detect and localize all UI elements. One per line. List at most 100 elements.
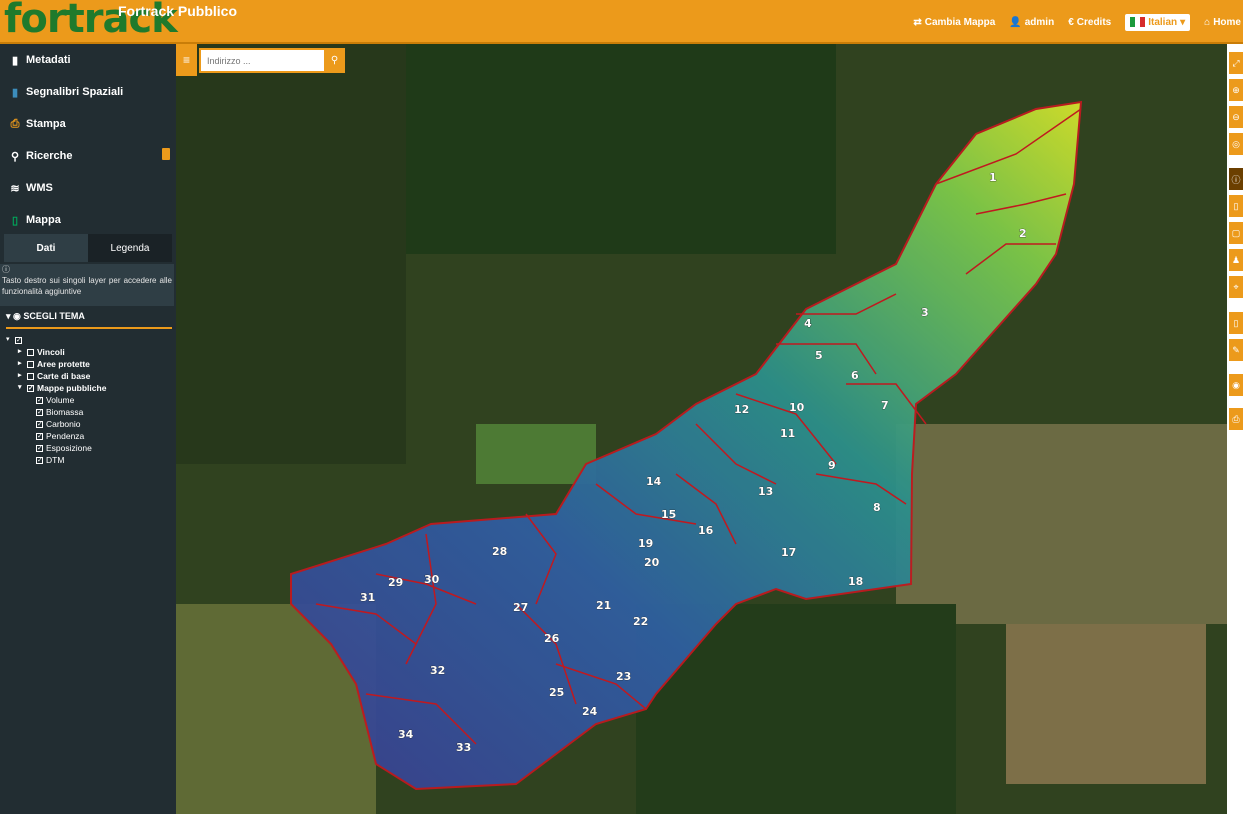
tree-group-aree-protette[interactable]: ▸Aree protette [6,358,106,370]
parcel-label[interactable]: 32 [430,664,446,678]
parcel-label[interactable]: 7 [881,399,889,413]
layer-carbonio[interactable]: Carbonio [6,418,106,430]
admin-link[interactable]: 👤admin [1009,17,1054,28]
parcel-label[interactable]: 8 [873,501,881,515]
top-bar: fortrack Fortrack Pubblico ⇄Cambia Mappa… [0,0,1243,44]
carte-di-base-checkbox[interactable] [27,372,34,380]
map-toolbar: ⤢ ⊕ ⊖ ◎ ⓘ ▯ ▢ ♟ ⌖ ▯ ✎ ◉ ⎙ [1227,44,1243,814]
layer-label: Volume [46,395,75,405]
credits-link[interactable]: €Credits [1068,17,1111,28]
esposizione-checkbox[interactable] [36,444,43,452]
parcel-label[interactable]: 17 [781,546,797,560]
admin-label: admin [1024,16,1055,28]
volume-checkbox[interactable] [36,396,43,404]
parcel-label[interactable]: 9 [828,459,836,473]
parcel-label[interactable]: 13 [758,485,774,499]
fullscreen-button[interactable]: ⤢ [1229,52,1243,74]
tree-group-carte-di-base[interactable]: ▸Carte di base [6,370,106,382]
app-title: Fortrack Pubblico [118,3,238,19]
cambia-mappa-link[interactable]: ⇄Cambia Mappa [913,17,995,28]
home-link[interactable]: ⌂Home [1204,17,1241,28]
layer-pendenza[interactable]: Pendenza [6,430,106,442]
parcel-label[interactable]: 4 [804,317,813,331]
pendenza-checkbox[interactable] [36,432,43,440]
tree-group-label: Carte di base [37,371,91,381]
parcel-label[interactable]: 6 [851,369,860,383]
parcel-label[interactable]: 33 [456,741,472,755]
tree-root[interactable]: ▾ [6,334,106,346]
parcel-label[interactable]: 1 [989,171,997,185]
sidebar-item-segnalibri[interactable]: ▮Segnalibri Spaziali [0,76,176,108]
mappe-pubbliche-checkbox[interactable] [27,384,34,392]
parcel-label[interactable]: 25 [549,686,565,700]
map-canvas[interactable]: 1 2 3 4 5 6 7 8 9 10 11 12 13 14 15 16 1… [176,44,1227,814]
zoom-extent-button[interactable]: ◎ [1229,133,1243,155]
sidebar-item-stampa[interactable]: ⎙Stampa [0,108,176,140]
dtm-checkbox[interactable] [36,456,43,464]
layer-biomassa[interactable]: Biomassa [6,406,106,418]
tree-group-mappe-pubbliche[interactable]: ▾Mappe pubbliche [6,382,106,394]
sidebar-toggle-button[interactable]: ≡ [176,44,197,76]
parcel-label[interactable]: 31 [360,591,376,605]
parcel-label[interactable]: 28 [492,545,508,559]
sidebar-item-mappa[interactable]: ▯Mappa [0,204,176,236]
parcel-label[interactable]: 12 [734,403,750,417]
map-svg: 1 2 3 4 5 6 7 8 9 10 11 12 13 14 15 16 1… [176,44,1227,814]
parcel-label[interactable]: 11 [780,427,796,441]
parcel-label[interactable]: 14 [646,475,662,489]
location-button[interactable]: ⌖ [1229,276,1243,298]
biomassa-checkbox[interactable] [36,408,43,416]
forest-heatmap-area[interactable] [290,100,1083,791]
address-search-input[interactable] [199,48,324,73]
tree-root-checkbox[interactable] [15,336,22,344]
parcel-label[interactable]: 19 [638,537,654,551]
language-dropdown[interactable]: Italian▾ [1125,13,1191,31]
parcel-label[interactable]: 21 [596,599,612,613]
zoom-in-button[interactable]: ⊕ [1229,79,1243,101]
parcel-label[interactable]: 26 [544,632,560,646]
aree-protette-checkbox[interactable] [27,360,34,368]
parcel-label[interactable]: 29 [388,576,404,590]
document-button[interactable]: ▯ [1229,312,1243,334]
parcel-label[interactable]: 16 [698,524,714,538]
sidebar-item-ricerche[interactable]: ⚲Ricerche [0,140,176,172]
fortrack-logo[interactable]: fortrack [4,0,178,42]
layer-dtm[interactable]: DTM [6,454,106,466]
parcel-label[interactable]: 3 [921,306,929,320]
zoom-out-button[interactable]: ⊖ [1229,106,1243,128]
parcel-label[interactable]: 10 [789,401,805,415]
parcel-label[interactable]: 18 [848,575,864,589]
parcel-label[interactable]: 22 [633,615,649,629]
tree-group-vincoli[interactable]: ▸Vincoli [6,346,106,358]
parcel-label[interactable]: 24 [582,705,598,719]
measure-tool-button[interactable]: ▯ [1229,195,1243,217]
parcel-label[interactable]: 20 [644,556,660,570]
parcel-label[interactable]: 2 [1019,227,1027,241]
print-map-button[interactable]: ⎙ [1229,408,1243,430]
tab-dati[interactable]: Dati [4,234,88,262]
parcel-label[interactable]: 23 [616,670,632,684]
layer-volume[interactable]: Volume [6,394,106,406]
sidebar: ▮Metadati ▮Segnalibri Spaziali ⎙Stampa ⚲… [0,44,176,814]
carbonio-checkbox[interactable] [36,420,43,428]
tab-legenda[interactable]: Legenda [88,234,172,262]
calculator-icon[interactable] [162,148,170,160]
info-tool-button[interactable]: ⓘ [1229,168,1243,190]
parcel-label[interactable]: 15 [661,508,677,522]
screenshot-button[interactable]: ◉ [1229,374,1243,396]
parcel-label[interactable]: 34 [398,728,414,742]
search-button[interactable]: ⚲ [324,48,345,73]
draw-button[interactable]: ✎ [1229,339,1243,361]
sidebar-item-metadati[interactable]: ▮Metadati [0,44,176,76]
vincoli-checkbox[interactable] [27,348,34,356]
area-tool-button[interactable]: ▢ [1229,222,1243,244]
caret-down-icon: ▾ [1180,16,1186,28]
layer-esposizione[interactable]: Esposizione [6,442,106,454]
parcel-label[interactable]: 30 [424,573,440,587]
parcel-label[interactable]: 27 [513,601,529,615]
scegli-tema-header[interactable]: ▾ ◉ SCEGLI TEMA [6,311,172,329]
street-view-button[interactable]: ♟ [1229,249,1243,271]
parcel-label[interactable]: 5 [815,349,823,363]
sidebar-item-wms[interactable]: ≋WMS [0,172,176,204]
layers-icon: ≋ [10,182,20,195]
